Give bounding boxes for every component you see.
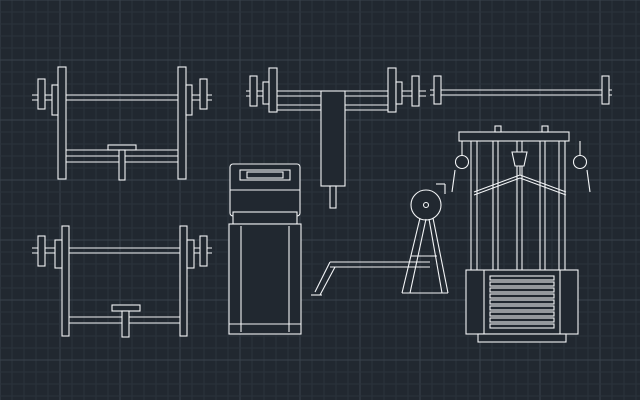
plate-loaded-row-bench[interactable]: [311, 183, 449, 296]
weight-plate: [489, 317, 555, 323]
weight-plate: [489, 293, 555, 299]
barbell-with-landmine-post[interactable]: [246, 67, 426, 209]
weight-stack: [489, 275, 555, 329]
weight-plate: [489, 287, 555, 293]
weight-plate: [489, 281, 555, 287]
weight-plate: [489, 311, 555, 317]
weight-plate: [489, 323, 555, 329]
cable-lat-pulldown-machine[interactable]: [451, 125, 591, 343]
treadmill[interactable]: [228, 163, 302, 335]
weight-plate: [489, 305, 555, 311]
weight-plate: [489, 275, 555, 281]
flat-bench-press-rack[interactable]: [32, 66, 212, 181]
weight-plate: [489, 299, 555, 305]
barbell[interactable]: [430, 75, 612, 105]
incline-bench-press-rack[interactable]: [32, 225, 212, 338]
